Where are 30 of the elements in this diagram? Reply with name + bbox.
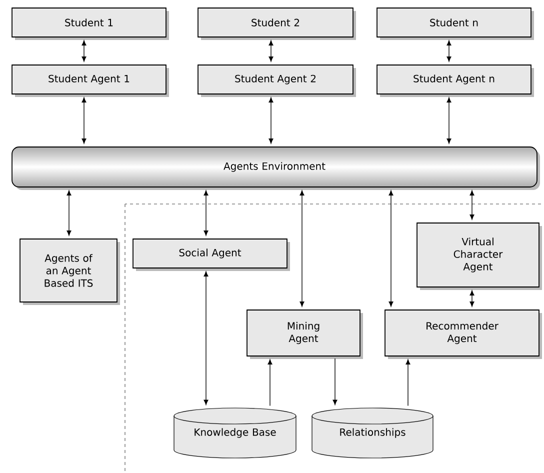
database-cylinder: Relationships (312, 408, 434, 458)
agent-box: Recommender Agent (384, 310, 542, 359)
arrow (204, 190, 208, 236)
arrow (388, 190, 394, 307)
arrow (204, 271, 208, 405)
agent-box: Student Agent n (376, 64, 534, 97)
arrow (446, 97, 452, 144)
agent-box: Virtual Character Agent (416, 222, 542, 290)
arrow (446, 40, 452, 62)
arrow (82, 97, 86, 144)
environment-bar: Agents Environment (12, 146, 540, 190)
arrow (268, 40, 274, 62)
agent-box: Agents of an Agent Based ITS (20, 238, 120, 305)
agent-box: Student 2 (198, 8, 356, 40)
agent-box: Student Agent 2 (198, 64, 356, 97)
agent-box: Student n (376, 8, 534, 40)
arrow (268, 359, 272, 406)
arrow (406, 359, 410, 406)
arrow (300, 190, 304, 307)
arrow (82, 40, 86, 62)
agent-box: Student 1 (12, 8, 169, 40)
arrow (332, 358, 338, 405)
arrow (268, 97, 274, 144)
arrow (470, 290, 474, 307)
agent-box: Mining Agent (246, 310, 363, 359)
database-cylinder: Knowledge Base (174, 408, 296, 458)
agent-box: Student Agent 1 (12, 64, 169, 97)
arrow (470, 190, 474, 220)
agent-box: Social Agent (132, 238, 290, 271)
arrow (66, 190, 72, 236)
